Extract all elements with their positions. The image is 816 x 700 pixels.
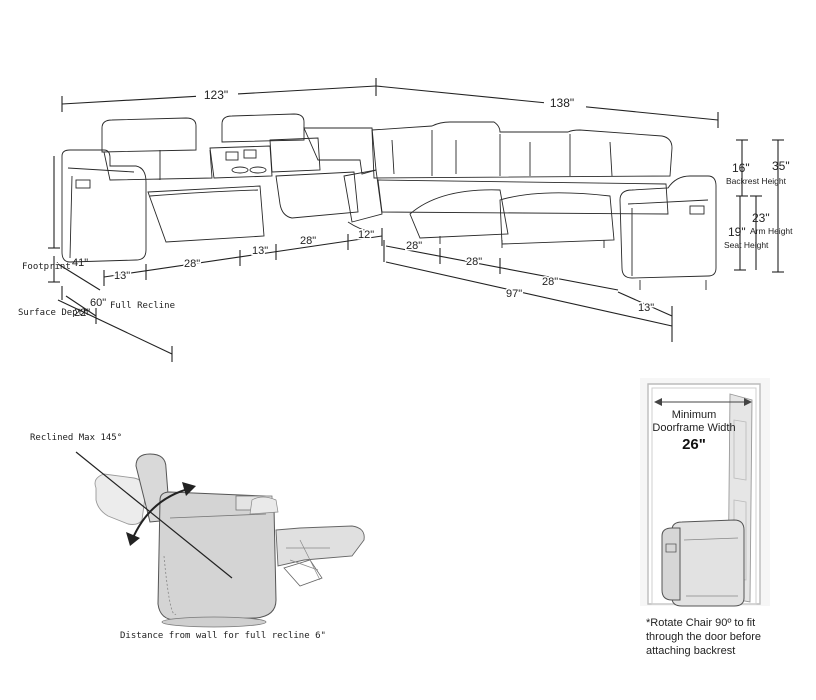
reclined-max-label: Reclined Max 145°: [30, 433, 122, 443]
segment-left-5: 12": [358, 229, 374, 241]
arm-height-value: 23": [752, 211, 770, 225]
footprint-label: Footprint: [22, 262, 71, 272]
segment-right-3: 28": [542, 276, 558, 288]
backrest-height-value: 16": [732, 161, 750, 175]
overall-left-dimension: 123": [204, 88, 228, 102]
segment-left-1: 13": [114, 270, 130, 282]
surface-depth-label: Surface Depth: [18, 308, 88, 318]
segment-right-2: 28": [466, 256, 482, 268]
full-recline-value: 60": [90, 297, 106, 309]
overall-dimension-lines: [61, 78, 719, 128]
recliner-illustration: [75, 451, 365, 628]
backrest-height-label: Backrest Height: [726, 176, 787, 186]
arm-height-label: Arm Height: [750, 226, 793, 236]
segment-right-1: 28": [406, 240, 422, 252]
segment-right-total: 97": [506, 288, 522, 300]
segment-right-end: 13": [638, 302, 654, 314]
doorframe-note: *Rotate Chair 90º to fit through the doo…: [646, 617, 761, 657]
doorframe-width-value: 26": [682, 436, 706, 453]
surface-depth-value: 22": [74, 307, 90, 319]
depth-dimension-lines: [48, 156, 173, 362]
footprint-value: 41": [72, 257, 88, 269]
segment-left-3: 13": [252, 245, 268, 257]
doorframe-illustration: [640, 378, 770, 607]
segment-left-2: 28": [184, 258, 200, 270]
height-dimension-lines: [734, 139, 784, 273]
seat-height-value: 19": [728, 225, 746, 239]
bottom-left-dimension-lines: [103, 228, 383, 286]
full-recline-label: Full Recline: [110, 301, 175, 311]
overall-right-dimension: 138": [550, 96, 574, 110]
bottom-right-dimension-lines: [383, 240, 673, 342]
doorframe-heading: Minimum Doorframe Width: [652, 409, 736, 434]
total-height-value: 35": [772, 159, 790, 173]
seat-height-label: Seat Height: [724, 240, 769, 250]
segment-left-4: 28": [300, 235, 316, 247]
sectional-sofa-drawing: [61, 113, 717, 290]
wall-distance-label: Distance from wall for full recline 6": [120, 631, 326, 641]
